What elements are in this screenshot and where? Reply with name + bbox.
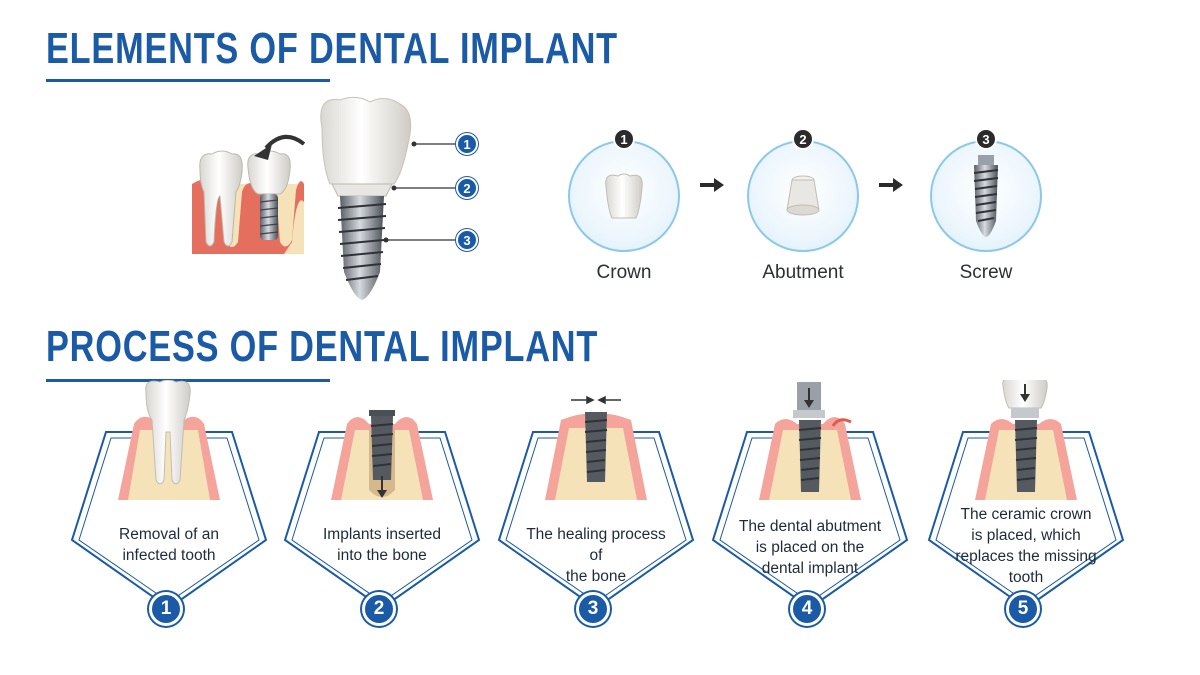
component-label: Crown [596,262,652,283]
arrow-right-icon [700,178,724,192]
step-3-number-badge: 3 [576,592,610,626]
step-3-graphic [497,395,695,610]
step-4-text: The dental abutment is placed on the den… [733,516,887,579]
step-4-graphic [711,382,909,610]
process-step-1: Removal of an infected tooth 1 [64,380,274,630]
down-arrow-icon [377,490,387,498]
step-text-line: tooth [1008,569,1044,586]
component-label: Screw [959,262,1013,283]
step-text-line: Removal of an [119,526,219,543]
step-5-number-badge: 5 [1006,592,1040,626]
step-text-line: The ceramic crown [960,506,1092,523]
process-step-5: The ceramic crown is placed, which repla… [921,380,1131,630]
step-4-number-badge: 4 [790,592,824,626]
step-text-line: infected tooth [122,547,216,564]
natural-tooth [199,150,243,247]
elements-heading-underline [46,79,330,82]
screw-icon [973,155,999,237]
elements-heading: ELEMENTS OF DENTAL IMPLANT [46,24,618,73]
component-crown: 1 Crown [554,128,694,284]
big-abutment [331,183,393,197]
implant-illustration [192,96,460,300]
step-1-number-badge: 1 [149,592,183,626]
arrow-right-icon [879,178,903,192]
component-number: 3 [975,128,997,150]
step-text-line: is placed on the [755,539,865,556]
process-step-4: The dental abutment is placed on the den… [705,380,915,630]
step-text-line: is placed, which [971,527,1081,544]
step-text-line: into the bone [337,547,427,564]
step-5-text: The ceramic crown is placed, which repla… [949,504,1103,588]
component-screw: 3 Screw [916,128,1056,284]
curved-arrow [264,135,306,150]
component-label: Abutment [762,262,844,283]
step-1-tooth [145,380,191,485]
step-text-line: Implants inserted [322,526,442,543]
step-1-graphic [70,380,268,610]
down-arrow-icon [804,400,814,408]
callout-1: 1 [456,133,478,155]
abutment-icon [786,175,820,216]
component-number: 1 [613,128,635,150]
process-heading-underline [46,379,330,382]
process-heading: PROCESS OF DENTAL IMPLANT [46,322,599,371]
component-circle [747,140,859,252]
big-screw [340,196,384,300]
down-arrow-icon [1020,394,1030,402]
step-1-text: Removal of an infected tooth [92,524,246,566]
component-circle [930,140,1042,252]
step-text-line: the bone [565,568,627,585]
step-5-graphic [927,380,1125,610]
step-2-text: Implants inserted into the bone [305,524,459,566]
step-3-text: The healing process of the bone [519,524,673,587]
callout-2: 2 [456,177,478,199]
small-implant-crown [247,150,291,195]
step-text-line: The dental abutment [738,518,882,535]
crown-icon [605,173,643,219]
component-circle [568,140,680,252]
component-number: 2 [792,128,814,150]
curved-arrow-head [254,144,272,160]
component-abutment: 2 Abutment [733,128,873,284]
converge-arrows-icon [571,395,621,405]
big-crown [320,96,412,185]
step-text-line: The healing process of [526,526,666,564]
callout-3: 3 [456,229,478,251]
step-2-number-badge: 2 [362,592,396,626]
step-text-line: dental implant [761,560,859,577]
step-text-line: replaces the missing [955,548,1097,565]
step-2-graphic [283,410,481,610]
process-step-2: Implants inserted into the bone 2 [277,380,487,630]
process-step-3: The healing process of the bone 3 [491,380,701,630]
